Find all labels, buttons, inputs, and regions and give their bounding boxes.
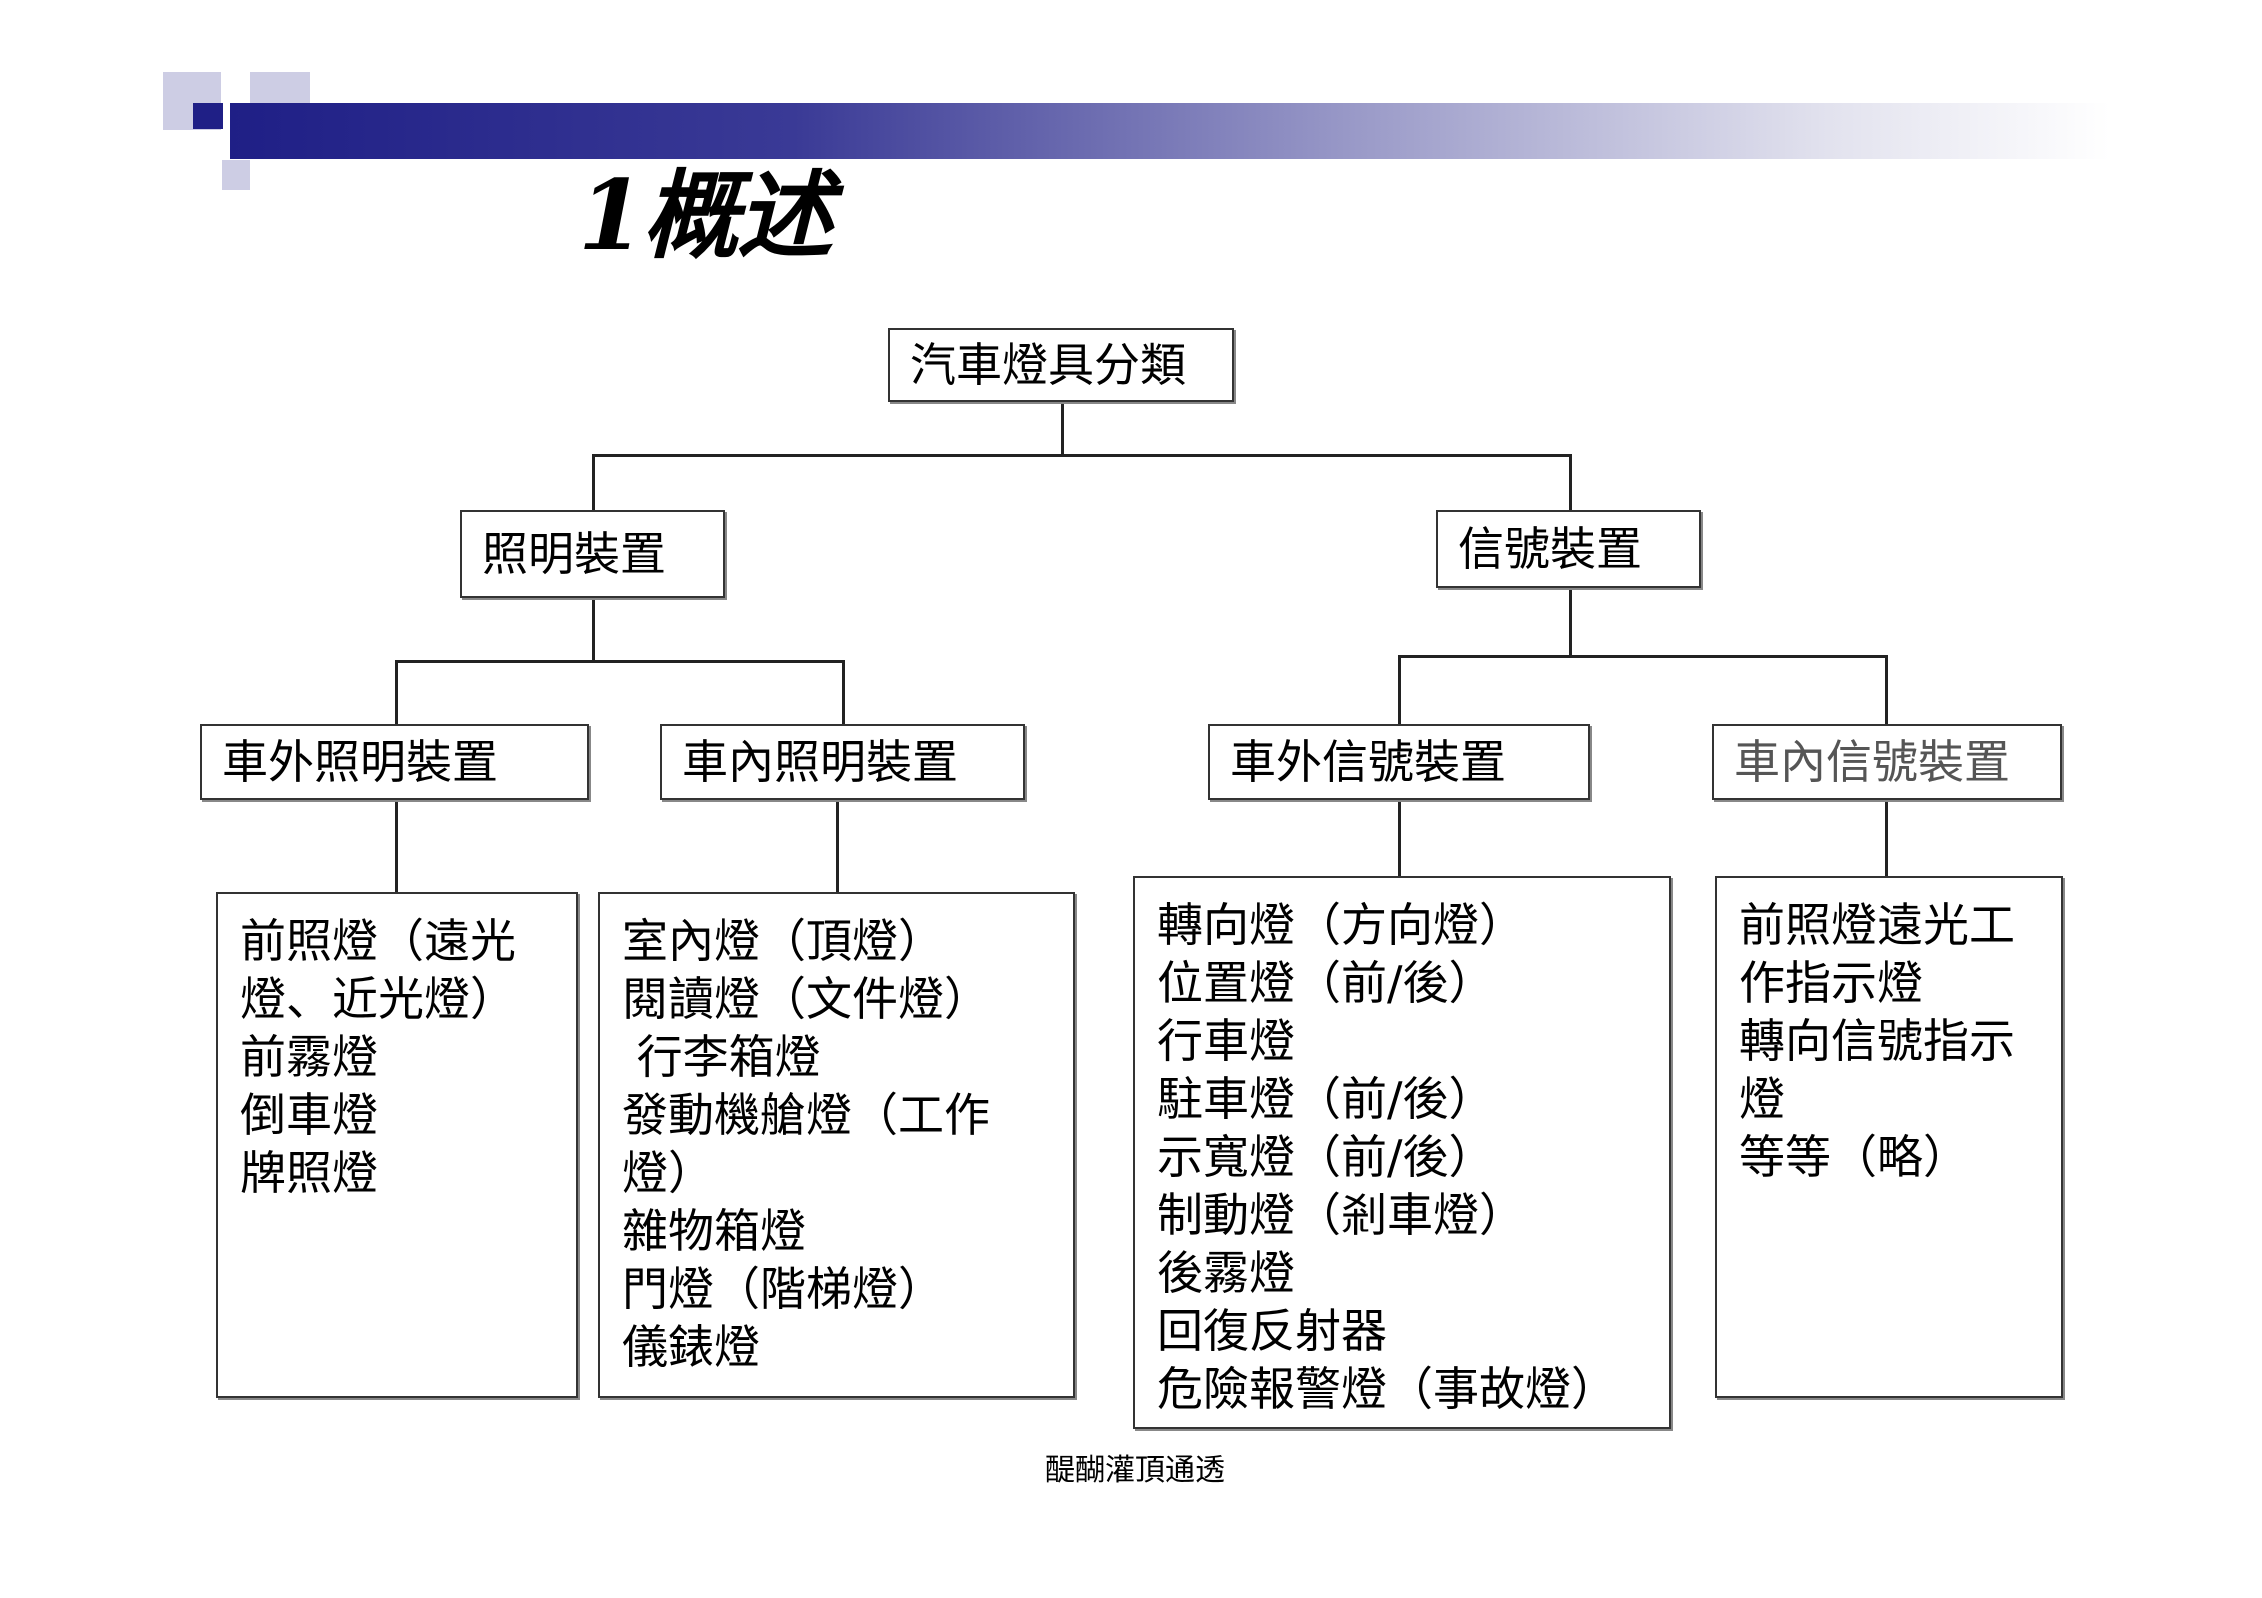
footer-caption: 醍醐灌頂通透 xyxy=(1045,1453,1225,1488)
header-gradient-bar xyxy=(230,103,2110,159)
connector xyxy=(1398,800,1401,876)
list-item: 門燈（階梯燈） xyxy=(622,1262,944,1316)
interior-lighting-node: 車內照明裝置 xyxy=(660,724,1025,800)
connector xyxy=(592,598,595,660)
list-item: 制動燈（剎車燈） xyxy=(1157,1188,1525,1242)
list-item: 燈、近光燈） xyxy=(240,972,516,1026)
interior-signal-node: 車內信號裝置 xyxy=(1712,724,2062,800)
interior-signal-label: 車內信號裝置 xyxy=(1734,735,2010,789)
connector xyxy=(1885,800,1888,876)
list-item: 前霧燈 xyxy=(240,1030,378,1084)
list-item: 發動機艙燈（工作 xyxy=(622,1088,990,1142)
header-square-light-3 xyxy=(222,160,250,190)
lighting-node-label: 照明裝置 xyxy=(482,527,666,581)
list-item: 閱讀燈（文件燈） xyxy=(622,972,990,1026)
connector xyxy=(1061,402,1064,454)
connector xyxy=(1569,588,1572,655)
connector xyxy=(395,660,398,724)
root-node-label: 汽車燈具分類 xyxy=(910,338,1186,392)
connector xyxy=(395,800,398,892)
list-item: 燈 xyxy=(1739,1072,1785,1126)
list-item: 位置燈（前/後） xyxy=(1157,956,1495,1010)
list-item: 示寬燈（前/後） xyxy=(1157,1130,1495,1184)
exterior-lighting-label: 車外照明裝置 xyxy=(222,735,498,789)
list-item: 作指示燈 xyxy=(1739,956,1923,1010)
interior-signal-list: 前照燈遠光工 作指示燈 轉向信號指示 燈 等等（略） xyxy=(1715,876,2063,1398)
exterior-lighting-node: 車外照明裝置 xyxy=(200,724,589,800)
list-item: 後霧燈 xyxy=(1157,1246,1295,1300)
list-item: 牌照燈 xyxy=(240,1146,378,1200)
connector xyxy=(395,660,845,663)
lighting-node: 照明裝置 xyxy=(460,510,725,598)
exterior-lighting-list: 前照燈（遠光 燈、近光燈） 前霧燈 倒車燈 牌照燈 xyxy=(216,892,578,1398)
list-item: 危險報警燈（事故燈） xyxy=(1157,1362,1617,1416)
signal-node-label: 信號裝置 xyxy=(1458,522,1642,576)
list-item: 前照燈（遠光 xyxy=(240,914,516,968)
list-item: 轉向信號指示 xyxy=(1739,1014,2015,1068)
exterior-signal-label: 車外信號裝置 xyxy=(1230,735,1506,789)
exterior-signal-node: 車外信號裝置 xyxy=(1208,724,1590,800)
list-item: 等等（略） xyxy=(1739,1130,1969,1184)
list-item: 儀錶燈 xyxy=(622,1320,760,1374)
list-item: 行李箱燈 xyxy=(622,1030,821,1084)
connector xyxy=(592,454,595,510)
list-item: 雜物箱燈 xyxy=(622,1204,806,1258)
connector xyxy=(1398,655,1888,658)
root-node: 汽車燈具分類 xyxy=(888,328,1234,402)
page-title: 1概述 xyxy=(578,159,833,272)
connector xyxy=(1885,655,1888,724)
list-item: 轉向燈（方向燈） xyxy=(1157,898,1525,952)
list-item: 室內燈（頂燈） xyxy=(622,914,944,968)
interior-lighting-list: 室內燈（頂燈） 閱讀燈（文件燈） 行李箱燈 發動機艙燈（工作 燈） 雜物箱燈 門… xyxy=(598,892,1075,1398)
list-item: 行車燈 xyxy=(1157,1014,1295,1068)
connector xyxy=(1398,655,1401,724)
list-item: 倒車燈 xyxy=(240,1088,378,1142)
connector xyxy=(836,800,839,892)
connector xyxy=(1569,454,1572,510)
list-item: 駐車燈（前/後） xyxy=(1157,1072,1495,1126)
signal-node: 信號裝置 xyxy=(1436,510,1701,588)
header-square-dark xyxy=(193,103,223,129)
connector xyxy=(592,454,1572,457)
interior-lighting-label: 車內照明裝置 xyxy=(682,735,958,789)
list-item: 前照燈遠光工 xyxy=(1739,898,2015,952)
list-item: 回復反射器 xyxy=(1157,1304,1387,1358)
exterior-signal-list: 轉向燈（方向燈） 位置燈（前/後） 行車燈 駐車燈（前/後） 示寬燈（前/後） … xyxy=(1133,876,1671,1429)
list-item: 燈） xyxy=(622,1146,714,1200)
connector xyxy=(842,660,845,724)
